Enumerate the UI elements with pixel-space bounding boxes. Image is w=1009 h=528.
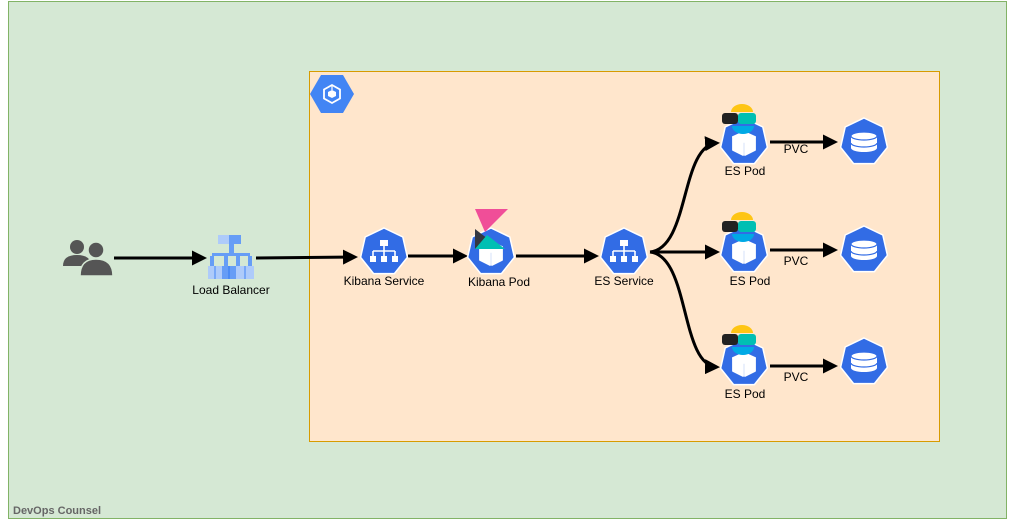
load-balancer-icon [208,235,254,279]
es-pod-label: ES Pod [725,164,766,178]
kibana-pod-label: Kibana Pod [468,275,530,289]
edge-lb-to-kibana-service [255,249,358,265]
pvc-edge-label: PVC [784,370,809,384]
gke-cluster-icon [310,75,354,113]
load-balancer-label: Load Balancer [192,283,269,297]
edge-es-service-to-es-pod-3 [649,250,720,375]
kibana-service-label: Kibana Service [344,274,425,288]
pvc-edge-label: PVC [784,254,809,268]
es-pod-label: ES Pod [730,274,771,288]
pvc-edge-label: PVC [784,142,809,156]
kibana-pod-icon [466,209,516,275]
es-pod-label: ES Pod [725,387,766,401]
container-label: DevOps Counsel [13,505,102,517]
kibana-logo [475,209,508,249]
users-icon [63,240,114,277]
edge-es-service-to-es-pod-1 [649,136,720,254]
es-service-label: ES Service [594,274,654,288]
connectors [114,134,838,375]
